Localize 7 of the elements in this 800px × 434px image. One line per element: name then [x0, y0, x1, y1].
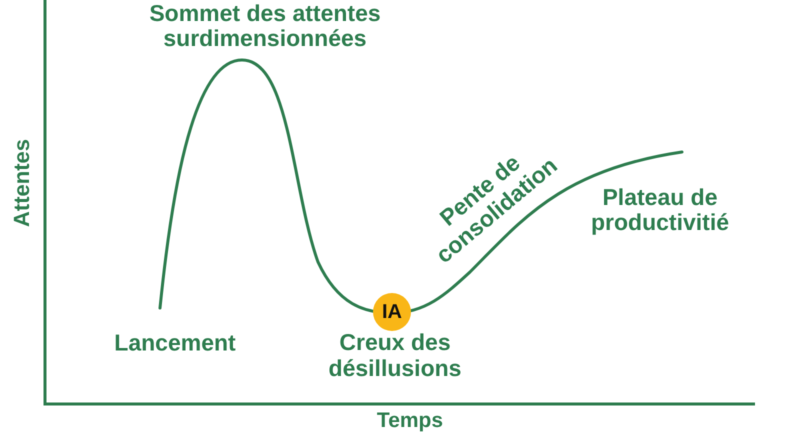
phase-label: Creux des désillusions [328, 329, 462, 381]
highlight-marker: IA [373, 293, 411, 331]
phase-label: Sommet des attentes surdimensionnées [148, 1, 382, 51]
axis-label: Attentes [10, 139, 34, 227]
axis-label: Temps [376, 410, 444, 432]
phase-label: Plateau de productivitié [590, 185, 730, 235]
phase-label: Lancement [114, 330, 236, 356]
